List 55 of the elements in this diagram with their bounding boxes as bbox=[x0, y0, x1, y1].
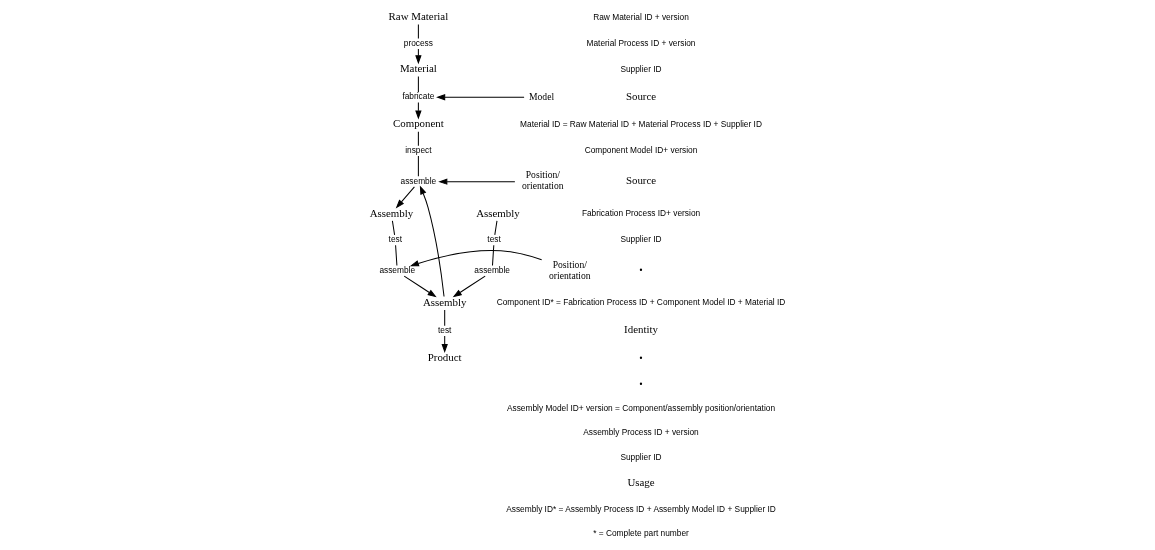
node-text: Assembly bbox=[369, 206, 414, 219]
label: Raw Material ID + version bbox=[593, 11, 689, 22]
label: Assembly Process ID + version bbox=[583, 427, 699, 438]
node-text: Assembly bbox=[476, 206, 520, 219]
arrow bbox=[409, 250, 543, 267]
connector bbox=[395, 244, 398, 267]
node-text: Model bbox=[529, 90, 555, 102]
connector bbox=[494, 220, 498, 236]
label: Component ID* = Fabrication Process ID + Component Model ID + Material ID bbox=[496, 297, 786, 308]
label: • bbox=[639, 352, 643, 363]
connector bbox=[417, 155, 419, 177]
node-text: assemble bbox=[379, 265, 416, 276]
label: Supplier ID bbox=[620, 63, 662, 74]
label: Source bbox=[625, 174, 657, 187]
node-text: fabricate bbox=[402, 91, 435, 102]
node-text: assemble bbox=[400, 175, 437, 186]
connector bbox=[417, 131, 419, 147]
connector bbox=[491, 244, 495, 267]
label: Source bbox=[625, 89, 657, 102]
label: Identity bbox=[624, 323, 658, 336]
arrow bbox=[419, 185, 445, 297]
arrow bbox=[436, 94, 525, 101]
arrow bbox=[438, 178, 516, 185]
label: * = Complete part number bbox=[593, 528, 689, 539]
node-text: test bbox=[487, 234, 501, 245]
node-text: test bbox=[388, 234, 403, 245]
node-text: Assembly bbox=[422, 295, 467, 308]
node-text: assemble bbox=[474, 265, 510, 276]
connector bbox=[391, 220, 396, 236]
arrow bbox=[395, 186, 415, 209]
node-text: Product bbox=[427, 351, 462, 364]
label: Material Process ID + version bbox=[586, 37, 696, 48]
arrow bbox=[403, 275, 437, 298]
node-text: Position/ orientation bbox=[548, 258, 591, 281]
node-text: Position/ orientation bbox=[522, 169, 564, 192]
connector bbox=[417, 75, 419, 93]
arrow bbox=[452, 275, 486, 298]
label: Usage bbox=[627, 476, 655, 489]
connector bbox=[444, 309, 446, 327]
label: Assembly Model ID+ version = Component/assembly position/orientation bbox=[507, 402, 776, 413]
label: Assembly ID* = Assembly Process ID + Assembly Model ID + Supplier ID bbox=[506, 503, 776, 514]
connector bbox=[417, 24, 419, 40]
label: Supplier ID bbox=[620, 234, 662, 245]
label: Component Model ID+ version bbox=[584, 145, 698, 156]
label: Supplier ID bbox=[620, 451, 662, 462]
node-text: Raw Material bbox=[388, 10, 449, 23]
node-text: process bbox=[403, 37, 433, 48]
node-text: test bbox=[437, 325, 452, 335]
label: • bbox=[639, 378, 643, 389]
node-text: Material bbox=[399, 62, 437, 75]
label: Fabrication Process ID+ version bbox=[581, 208, 701, 219]
label: • bbox=[639, 265, 643, 276]
label: Material ID = Raw Material ID + Material Process ID + Supplier ID bbox=[520, 119, 762, 130]
node-text: inspect bbox=[405, 145, 432, 156]
node-text: Component bbox=[392, 117, 444, 130]
